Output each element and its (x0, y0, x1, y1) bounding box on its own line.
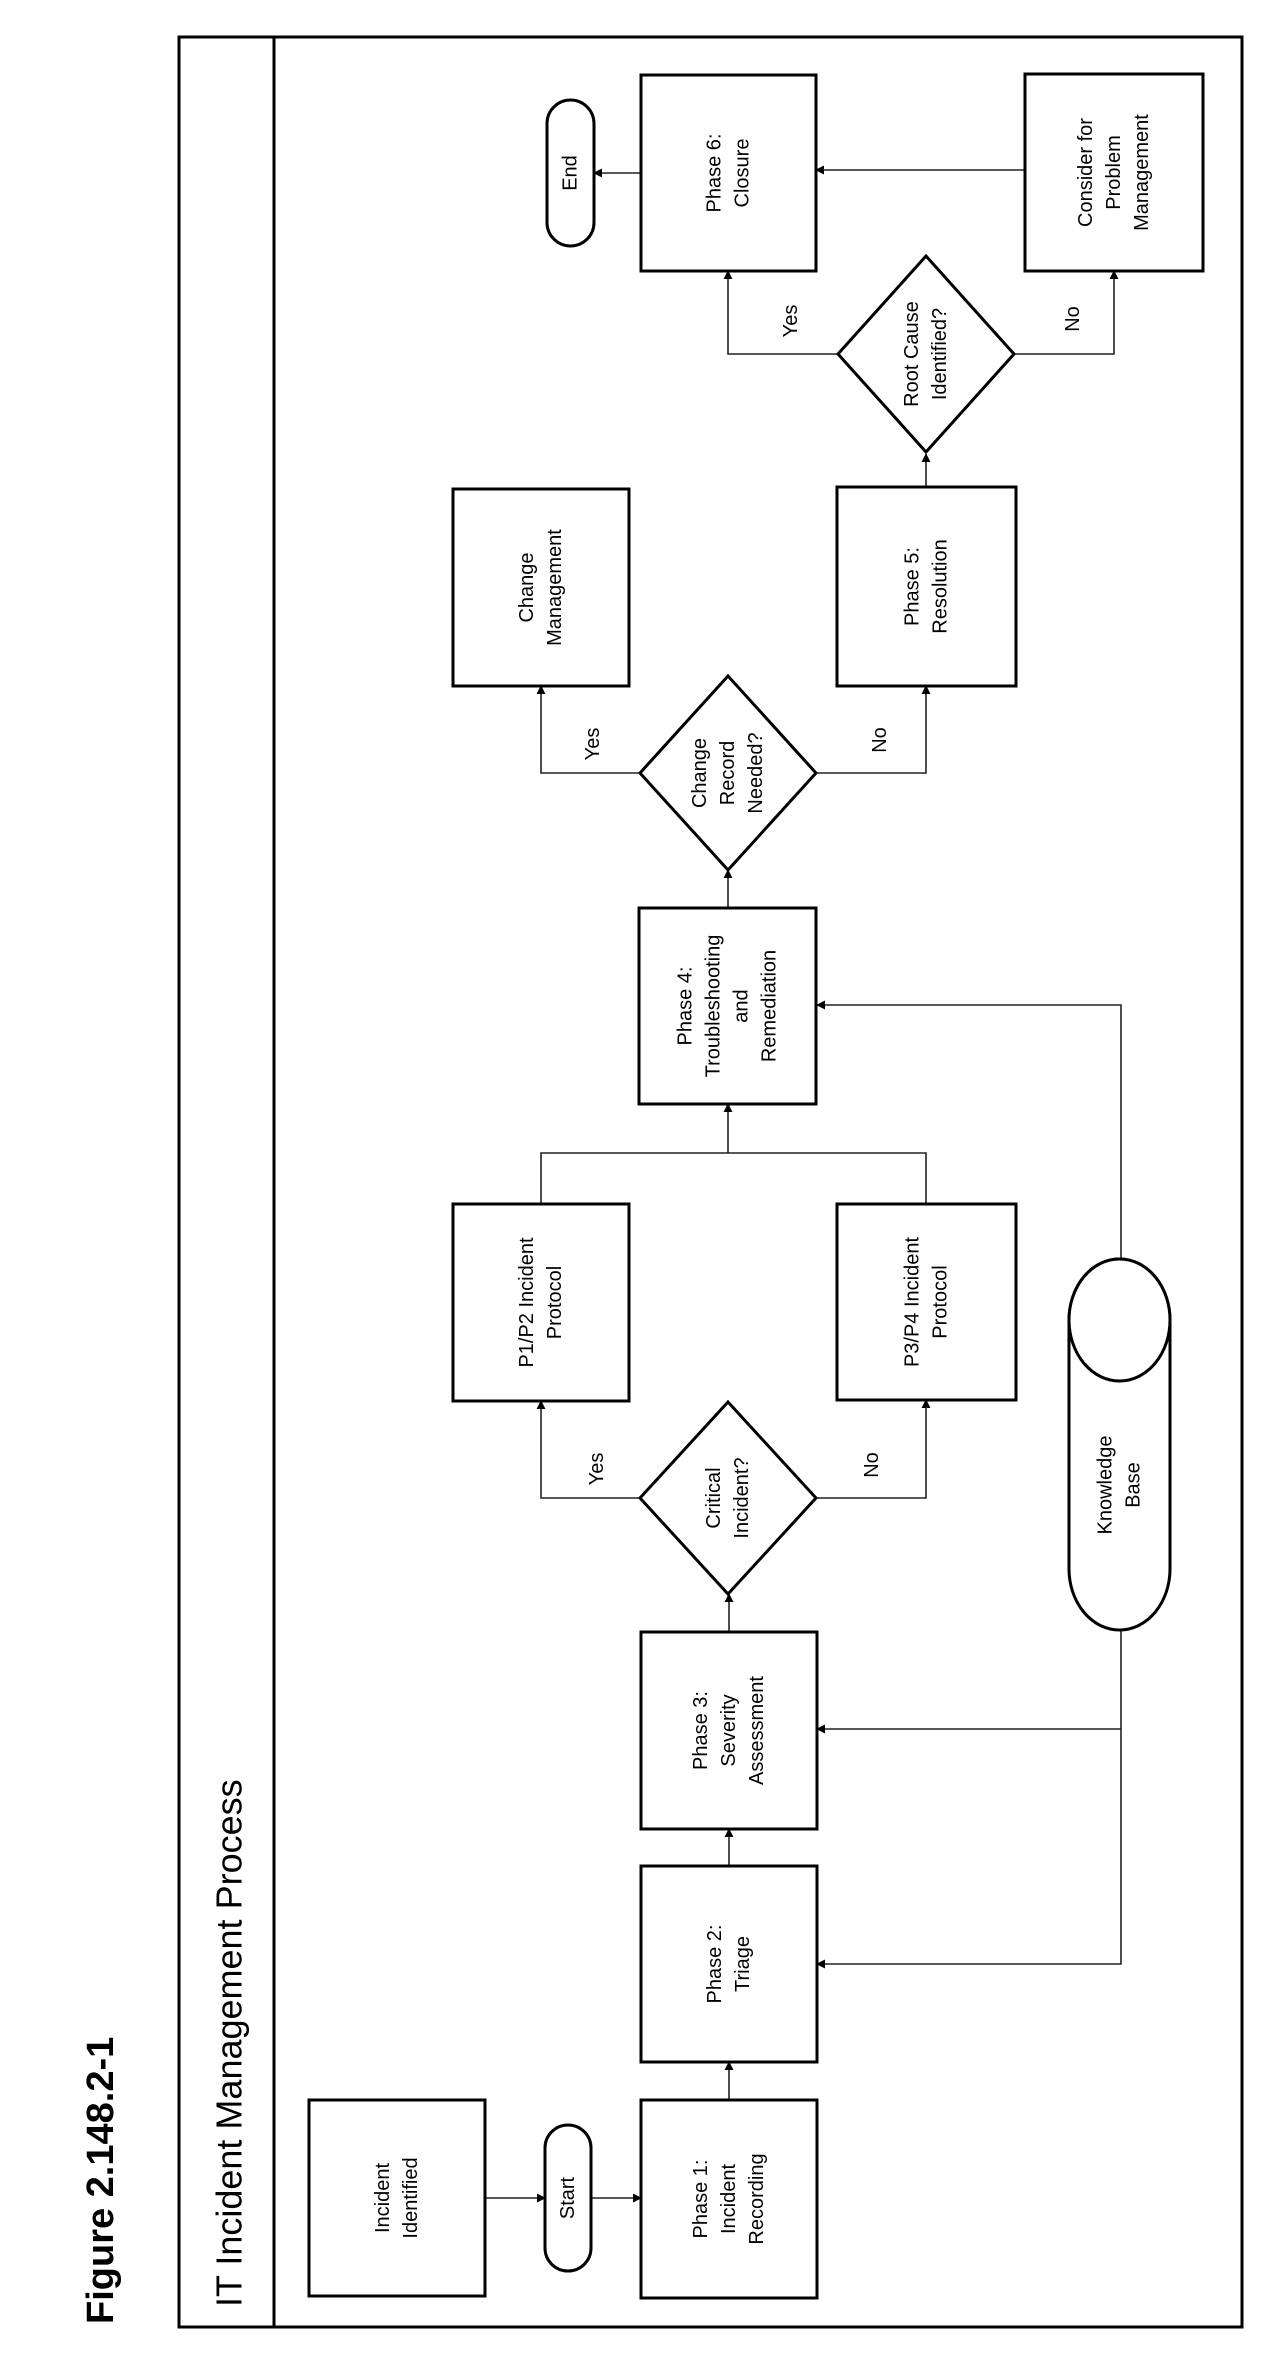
node-label-line: Resolution (930, 539, 952, 634)
node-knowledge-base: Knowledge Base (1067, 1257, 1172, 1632)
node-phase3: Phase 3: Severity Assessment (639, 1630, 819, 1831)
node-phase6: Phase 6: Closure (639, 73, 818, 273)
node-phase1: Phase 1: Incident Recording (639, 2098, 819, 2300)
node-label-line: Troubleshooting (703, 935, 725, 1078)
node-label-line: Protocol (544, 1266, 566, 1339)
process-box (637, 906, 818, 1106)
node-label-line: Phase 5: (902, 547, 924, 626)
terminator-shape (543, 2123, 593, 2273)
process-box (639, 2098, 819, 2300)
node-change-mgmt: Change Management (451, 487, 631, 688)
node-label-line: Incident (372, 2163, 394, 2233)
diagram-title: IT Incident Management Process (209, 1779, 250, 2307)
process-box (639, 73, 818, 273)
connector-arrow (536, 1400, 640, 1499)
process-box (639, 1864, 819, 2064)
connector-arrow (816, 685, 931, 774)
node-problem-mgmt: Consider for Problem Management (1023, 72, 1205, 273)
process-box (835, 1202, 1018, 1402)
node-label-line: Problem (1103, 135, 1125, 209)
node-label-line: P3/P4 Incident (902, 1237, 924, 1368)
node-root-cause: Root Cause Identified? (835, 253, 1017, 455)
node-incident-identified: Incident Identified (307, 2098, 487, 2298)
connector-arrow (816, 1630, 1122, 1969)
node-label-line: Management (1131, 114, 1153, 231)
node-label-line: End (560, 155, 582, 191)
node-label-line: Base (1123, 1462, 1145, 1508)
node-p3p4: P3/P4 Incident Protocol (835, 1202, 1018, 1402)
node-end: End (545, 98, 596, 248)
node-label-line: Identified? (929, 308, 951, 400)
node-label-line: Root Cause (901, 301, 923, 407)
node-label-line: Consider for (1075, 118, 1097, 227)
process-box (639, 1630, 819, 1831)
edge-label-yes: Yes (780, 305, 802, 338)
process-box (307, 2098, 487, 2298)
edge-label-no: No (869, 727, 891, 753)
connector-arrow (540, 1152, 927, 1204)
node-label-line: Phase 4: (675, 967, 697, 1046)
edge-label-no: No (1062, 306, 1084, 332)
edge-label-yes: Yes (582, 728, 604, 761)
node-label-line: Phase 2: (704, 1925, 726, 2004)
node-start: Start (543, 2123, 593, 2273)
node-label-line: Identified (400, 2157, 422, 2238)
node-label-line: Assessment (746, 1676, 768, 1785)
process-box (835, 485, 1018, 688)
node-label-line: Incident (718, 2164, 740, 2234)
node-label-line: Closure (732, 139, 754, 208)
node-label-line: Knowledge (1095, 1436, 1117, 1535)
process-box (451, 487, 631, 688)
node-p1p2: P1/P2 Incident Protocol (451, 1202, 631, 1403)
node-phase5: Phase 5: Resolution (835, 485, 1018, 688)
node-label-line: Phase 3: (690, 1691, 712, 1770)
node-label-line: Protocol (930, 1265, 952, 1338)
node-critical: Critical Incident? (637, 1399, 819, 1597)
node-label-line: Triage (732, 1936, 754, 1992)
connector-arrow (816, 1000, 1122, 1259)
node-label-line: Remediation (759, 950, 781, 1062)
terminator-shape (545, 98, 596, 248)
node-label-line: Management (544, 529, 566, 646)
node-label-line: Incident? (731, 1457, 753, 1538)
node-label-line: P1/P2 Incident (516, 1237, 538, 1368)
figure-label: Figure 2.148.2-1 (80, 2037, 122, 2324)
database-cap (1067, 1257, 1172, 1383)
node-label-line: Change (689, 738, 711, 808)
node-phase2: Phase 2: Triage (639, 1864, 819, 2064)
node-label-line: Severity (718, 1694, 740, 1766)
node-label-line: Recording (746, 2153, 768, 2244)
node-label-line: Change (516, 552, 538, 622)
connector-arrow (816, 1399, 931, 1499)
node-label-line: Record (717, 741, 739, 805)
connector-arrow (723, 270, 838, 355)
decision-diamond (637, 1399, 819, 1597)
connector-arrow (536, 685, 640, 774)
process-box (451, 1202, 631, 1403)
node-label-line: Phase 6: (704, 134, 726, 213)
node-change-needed: Change Record Needed? (637, 673, 819, 873)
diagram-frame (177, 35, 1244, 2329)
decision-diamond (637, 673, 819, 873)
connectors (485, 165, 1122, 2203)
node-label-line: Start (557, 2176, 579, 2219)
connector-arrow (1014, 270, 1119, 355)
edge-label-no: No (861, 1452, 883, 1478)
node-label-line: Phase 1: (690, 2160, 712, 2239)
decision-diamond (835, 253, 1017, 455)
node-phase4: Phase 4: Troubleshooting and Remediation (637, 906, 818, 1106)
node-label-line: Critical (703, 1467, 725, 1528)
node-label-line: and (731, 989, 753, 1022)
node-label-line: Needed? (745, 732, 767, 813)
edge-label-yes: Yes (586, 1453, 608, 1486)
process-box (1023, 72, 1205, 273)
nodes: Incident Identified Start Phase 1: Incident R… (307, 72, 1205, 2300)
